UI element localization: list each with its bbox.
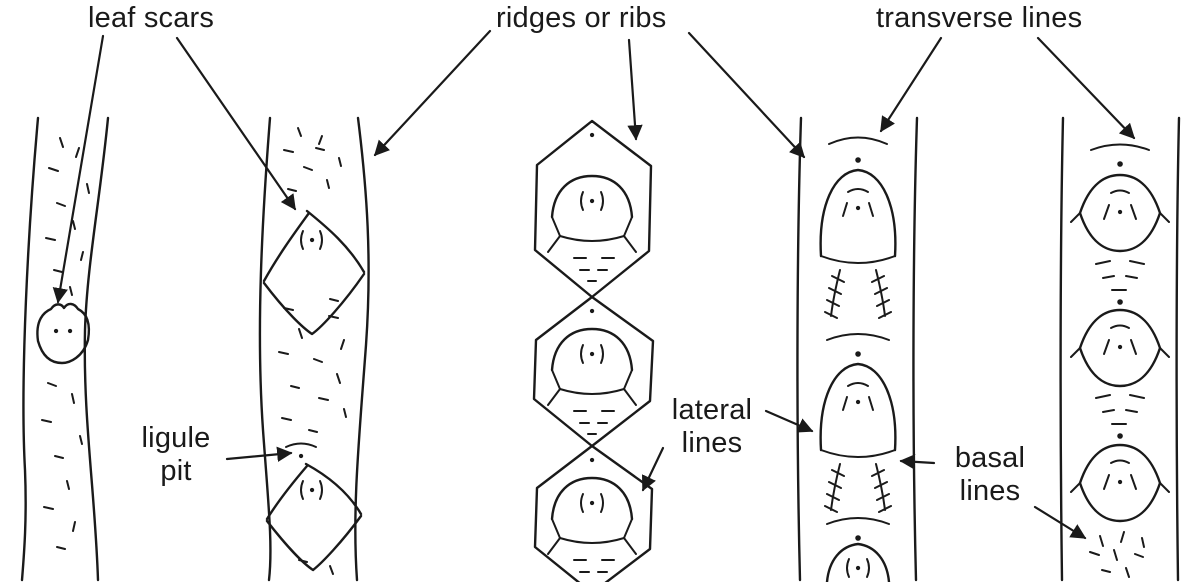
stem-5-scar-3 — [1071, 445, 1169, 521]
arrow-leaf-scars-to-stem1 — [52, 34, 105, 304]
stem-2-upper-scar-mark — [300, 230, 323, 250]
stem-5-scar-2 — [1071, 310, 1169, 386]
stem-5-dash-triangle-1 — [1095, 260, 1145, 291]
stem-4-scar-1 — [821, 170, 896, 318]
label-ligule-pit: ligule pit — [141, 422, 211, 488]
arrow-ridges-to-stem3 — [627, 38, 643, 141]
stem-2-texture-dashes — [278, 127, 347, 575]
arrow-lateral-lines-to-stem4 — [764, 409, 814, 433]
stem-1-outline — [20, 116, 110, 582]
stem-1-texture-dashes — [41, 137, 90, 550]
arrow-basal-lines-to-stem4 — [899, 454, 936, 470]
stem-5-basal-dashes — [1089, 531, 1145, 578]
stem-5-dash-triangle-2 — [1095, 394, 1145, 425]
arrow-lateral-lines-to-stem3 — [641, 446, 665, 492]
label-lateral-lines: lateral lines — [671, 394, 753, 460]
pointer-arrows — [52, 29, 1136, 540]
stem-5-ribs — [1059, 116, 1181, 582]
stem-4-ribbed-lateral-lines — [796, 116, 919, 582]
stem-2-lower-scar — [265, 462, 363, 572]
arrow-ligule-pit — [225, 446, 293, 462]
arrow-transverse-to-stem4 — [879, 36, 943, 133]
arrow-basal-lines-to-stem5 — [1033, 505, 1087, 540]
stem-5-top-arc — [1090, 143, 1150, 151]
hexagon-2-leaf-scar — [548, 329, 636, 434]
arrow-ridges-to-stem4 — [687, 31, 806, 159]
stem-1-single-leaf-scar — [20, 116, 110, 582]
label-basal-lines: basal lines — [954, 442, 1026, 508]
arrow-ridges-to-stem2 — [373, 29, 492, 157]
hexagon-1-leaf-scar — [548, 176, 636, 281]
label-leaf-scars: leaf scars — [88, 2, 215, 34]
stem-3-hexagonal-scar-chain — [532, 119, 655, 582]
stem-1-leaf-scar — [36, 302, 91, 365]
stem-4-scar-2 — [821, 364, 896, 512]
hexagon-3-leaf-scar — [548, 478, 636, 582]
stem-2-upper-scar — [262, 209, 366, 336]
label-ridges-or-ribs: ridges or ribs — [496, 2, 667, 34]
stem-5-transverse-line-stem — [1059, 116, 1181, 582]
stem-2-outline — [258, 116, 370, 582]
stem-4-transverse-arcs — [826, 136, 890, 525]
stem-4-ribs — [796, 116, 919, 582]
arrow-transverse-to-stem5 — [1036, 36, 1136, 140]
stem-2-ligule-pit-stem — [258, 116, 370, 582]
stem-4-partial-bottom-scar — [825, 542, 891, 582]
stem-5-scar-1 — [1071, 175, 1169, 251]
label-transverse-lines: transverse lines — [876, 2, 1083, 34]
stem-2-lower-scar-mark — [300, 480, 323, 500]
stem-2-ligule-pit-arc — [285, 442, 317, 448]
stem-4-bottom-scar-mark — [846, 558, 870, 578]
arrow-leaf-scars-to-stem2 — [175, 36, 297, 211]
